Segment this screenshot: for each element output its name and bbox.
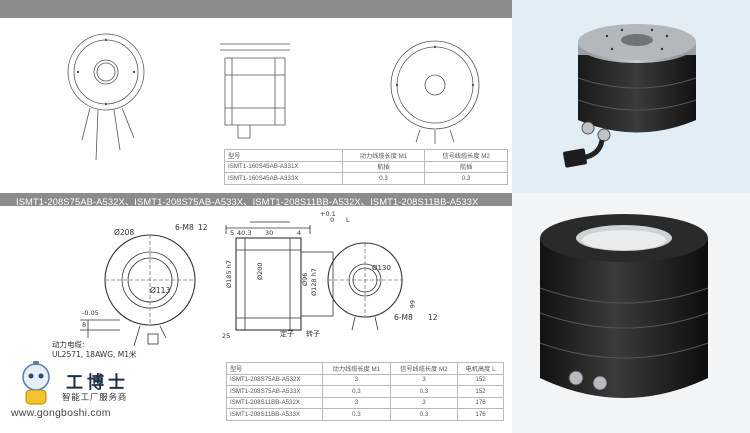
value-cell: 0.3 xyxy=(341,172,426,185)
header-cell: 动力线缆长度 M1 xyxy=(322,362,391,375)
header-cell: 动力线缆长度 M1 xyxy=(341,149,426,162)
dim-L: L xyxy=(346,216,350,224)
value-cell: 3 xyxy=(322,396,391,409)
watermark-logo: 工博士 智能工厂服务商 www.gongboshi.com xyxy=(8,357,158,427)
dim-tol-01: +0.1 xyxy=(320,210,336,218)
value-cell: 176 xyxy=(457,408,504,421)
motor-photo-bottom xyxy=(512,193,750,433)
table-row: ISMT1-208S11BB-A533X 0.3 0.3 176 xyxy=(225,408,504,421)
rotor-label: 转子 xyxy=(306,329,320,338)
table-header-row: 型号 动力线缆长度 M1 信号线缆长度 M2 电机高度 L xyxy=(225,362,504,375)
header-cell: 信号线缆长度 M2 xyxy=(424,149,508,162)
value-cell: 0.3 xyxy=(389,385,459,398)
dim-d113: Ø113 xyxy=(150,286,170,295)
table-row: ISMT1-160S45AB-A331X 航插 航插 xyxy=(224,160,508,173)
value-cell: 0.3 xyxy=(389,408,459,421)
table-row: ISMT1-160S45AB-A333X 0.3 0.3 xyxy=(224,172,508,185)
motor-160-image xyxy=(563,24,697,168)
section-title-band: ISMT1-208S75AB-A532X、ISMT1-208S75AB-A533… xyxy=(0,193,512,207)
model-cell: ISMT1-160S45AB-A331X xyxy=(224,160,343,173)
dim-8: 8 xyxy=(82,321,86,329)
value-cell: 3 xyxy=(389,373,459,386)
robot-mascot-icon xyxy=(22,361,50,405)
logo-url: www.gongboshi.com xyxy=(11,407,111,419)
header-cell: 型号 xyxy=(224,149,343,162)
power-cable-label: 动力电缆: xyxy=(52,339,85,349)
logo-subtitle: 智能工厂服务商 xyxy=(62,392,128,402)
dim-d200: Ø200 xyxy=(256,262,264,280)
dim-25: 25 xyxy=(222,332,230,340)
spec-table-160: 型号 动力线缆长度 M1 信号线缆长度 M2 ISMT1-160S45AB-A3… xyxy=(224,149,508,185)
drawing-160-series xyxy=(60,20,510,190)
model-cell: ISMT1-208S11BB-A533X xyxy=(225,408,324,421)
section-title: ISMT1-208S75AB-A532X、ISMT1-208S75AB-A533… xyxy=(16,196,479,207)
dim-30: 30 xyxy=(265,229,273,237)
value-cell: 0.3 xyxy=(424,172,508,185)
value-cell: 152 xyxy=(457,385,504,398)
spec-table-208: 型号 动力线缆长度 M1 信号线缆长度 M2 电机高度 L ISMT1-208S… xyxy=(225,362,504,421)
table-header-row: 型号 动力线缆长度 M1 信号线缆长度 M2 xyxy=(224,149,508,162)
dim-tol-005: -0.05 xyxy=(82,309,99,317)
dim-d208: Ø208 xyxy=(114,228,134,237)
value-cell: 0.3 xyxy=(322,408,391,421)
table-row: ISMT1-208S75AB-A533X 0.3 0.3 152 xyxy=(225,385,504,398)
header-cell: 信号线缆长度 M2 xyxy=(389,362,459,375)
motor-208-image xyxy=(539,214,709,398)
dim-66: 66 xyxy=(408,300,416,308)
power-cable-spec: UL2571, 18AWG, M1米 xyxy=(52,349,137,359)
model-cell: ISMT1-208S11BB-A532X xyxy=(225,396,324,409)
value-cell: 3 xyxy=(389,396,459,409)
model-cell: ISMT1-208S75AB-A532X xyxy=(225,373,324,386)
dim-6m8: 6-M8 xyxy=(175,223,194,232)
model-cell: ISMT1-208S75AB-A533X xyxy=(225,385,324,398)
value-cell: 3 xyxy=(322,373,391,386)
stator-label: 定子 xyxy=(280,329,294,338)
dim-5: 5 xyxy=(230,229,234,237)
dim-d130: Ø130 xyxy=(372,264,391,272)
dim-0: 0 xyxy=(330,216,334,224)
value-cell: 航插 xyxy=(424,160,508,173)
table-row: ISMT1-208S11BB-A532X 3 3 176 xyxy=(225,396,504,409)
dim-d96: Ø96 xyxy=(301,273,309,286)
dim-4: 4 xyxy=(297,229,301,237)
header-band xyxy=(0,0,512,18)
value-cell: 航插 xyxy=(341,160,426,173)
drawing-208-series: Ø208 6-M8 12 Ø113 5 40.3 30 4 +0.1 0 L 2… xyxy=(0,208,512,360)
header-cell: 型号 xyxy=(225,362,324,375)
dim-6m8-bottom: 6-M8 xyxy=(394,313,413,322)
dim-depth12: 12 xyxy=(198,223,208,232)
dim-d128: Ø128 h7 xyxy=(310,268,318,296)
model-cell: ISMT1-160S45AB-A333X xyxy=(224,172,343,185)
header-cell: 电机高度 L xyxy=(457,362,504,375)
dim-depth12-bottom: 12 xyxy=(428,313,438,322)
dim-40-3: 40.3 xyxy=(237,229,251,237)
table-row: ISMT1-208S75AB-A532X 3 3 152 xyxy=(225,373,504,386)
motor-photo-top xyxy=(512,0,750,193)
dim-d185: Ø185 h7 xyxy=(225,260,233,288)
value-cell: 0.3 xyxy=(322,385,391,398)
value-cell: 152 xyxy=(457,373,504,386)
value-cell: 176 xyxy=(457,396,504,409)
logo-name: 工博士 xyxy=(66,373,129,393)
